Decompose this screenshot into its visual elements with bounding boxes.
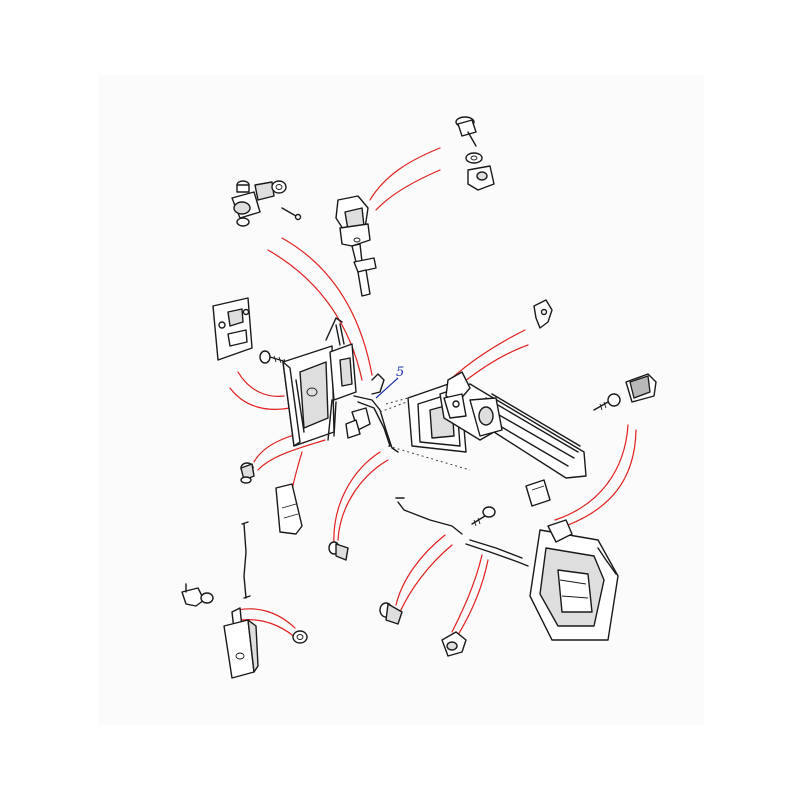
rod-clip-left <box>328 541 349 561</box>
lower-lock-clip <box>181 583 214 607</box>
inner-handle <box>529 519 619 641</box>
exterior-handle <box>407 371 587 507</box>
rod-clip-bottom <box>441 631 467 657</box>
callout-5: 5 <box>375 365 404 399</box>
latch-body <box>282 317 399 453</box>
upper-lever-assembly <box>335 195 377 297</box>
lower-lock-actuator <box>223 607 259 679</box>
right-screw <box>593 393 621 411</box>
rod-clip-middle <box>379 602 403 625</box>
link-rod-upper <box>395 497 463 535</box>
vertical-rod <box>241 521 251 599</box>
latch-plate <box>212 297 253 361</box>
top-washer <box>465 152 483 164</box>
link-rod-lower <box>465 539 529 567</box>
top-screw <box>455 116 477 147</box>
handle-clip <box>533 299 553 329</box>
top-clip <box>467 165 495 191</box>
lock-barrel-assembly <box>231 180 302 227</box>
lower-lock-nut <box>292 630 308 644</box>
callout-label: 5 <box>396 365 404 380</box>
latch-bracket <box>275 483 303 535</box>
right-clip <box>625 373 657 403</box>
inner-handle-screw <box>471 506 496 527</box>
lower-left-screw <box>240 462 255 484</box>
